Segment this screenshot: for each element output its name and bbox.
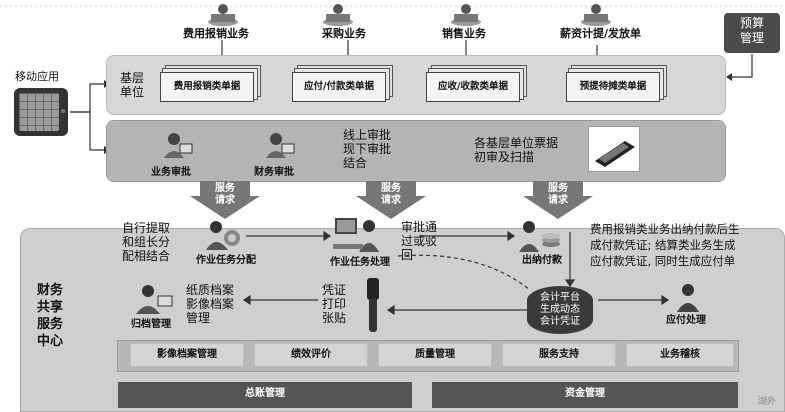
self-pick-text: 自行提取 和组长分 配相结合 (122, 221, 171, 263)
task-assign-label: 作业任务分配 (196, 255, 256, 266)
print-voucher-text: 凭证 打印 张贴 (322, 283, 347, 325)
archive-manage-icon (130, 282, 174, 316)
budget-management-box: 预算 管理 (724, 13, 780, 53)
mobile-app-label: 移动应用 (15, 70, 59, 83)
task-assign-icon (202, 218, 244, 252)
service-business-audit: 业务稽核 (626, 343, 734, 367)
business-approval-icon (160, 130, 196, 160)
task-process-label: 作业任务处理 (330, 257, 390, 268)
payable-process-label: 应付处理 (666, 315, 706, 326)
payable-process-icon (675, 282, 701, 312)
ssc-side-label: 财务 共享 服务 中心 (37, 283, 64, 349)
shared-service-center-band (20, 228, 785, 412)
fund-management: 资金管理 (432, 382, 738, 408)
finance-approval-icon (262, 130, 298, 160)
cashier-icon (515, 218, 565, 254)
online-offline-text: 线上审批 现下审批 结合 (343, 128, 392, 170)
barcode-scanner-icon (363, 276, 383, 334)
service-quality-management: 质量管理 (378, 343, 492, 367)
service-request-2: 服务 请求 (381, 183, 401, 206)
doc-receivable-receipt: 应收/收款类单据 (426, 72, 520, 102)
general-ledger-management: 总账管理 (118, 382, 412, 408)
mobile-device-icon (14, 88, 68, 136)
finance-approval-label: 财务审批 (254, 167, 294, 178)
service-request-1: 服务 请求 (215, 183, 235, 206)
doc-expense-reimbursement: 费用报销类单据 (160, 72, 254, 102)
scan-text: 各基层单位票据 初审及扫描 (474, 136, 559, 164)
business-approval-label: 业务审批 (151, 167, 191, 178)
archive-manage-label: 归档管理 (131, 319, 171, 330)
salary-role-icon (578, 2, 614, 26)
service-request-3: 服务 请求 (548, 183, 568, 206)
purchase-role-icon (320, 2, 356, 26)
sales-role-icon (448, 2, 484, 26)
task-process-icon (333, 214, 383, 254)
top-role-expense: 费用报销业务 (183, 27, 249, 40)
doc-payable-payment: 应付/付款类单据 (292, 72, 386, 102)
payment-text: 费用报销类业务出纳付款后生 成付款凭证; 结算类业务生成 应付款凭证, 同时生成… (590, 222, 740, 268)
doc-accrual-amortization: 预提待摊类单据 (566, 72, 660, 102)
top-role-sales: 销售业务 (442, 27, 486, 40)
scanner-icon (588, 126, 640, 172)
accounting-platform: 会计平台 生成动态 会计凭证 (527, 286, 593, 334)
top-role-salary: 薪资计提/发放单 (560, 27, 642, 40)
cashier-label: 出纳付款 (522, 255, 562, 266)
paper-archive-text: 纸质档案 影像档案 管理 (186, 283, 235, 325)
watermark-text: 湖外 (758, 397, 777, 407)
expense-role-icon (205, 2, 241, 26)
top-role-purchase: 采购业务 (322, 27, 366, 40)
grassroots-label: 基层 单位 (120, 71, 145, 99)
service-performance-evaluation: 绩效评价 (254, 343, 368, 367)
service-support: 服务支持 (502, 343, 616, 367)
service-image-archive: 影像档案管理 (130, 343, 244, 367)
